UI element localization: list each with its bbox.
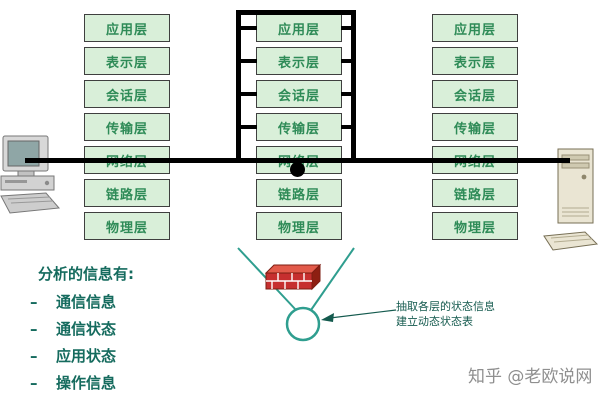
layer-box: 会话层 xyxy=(84,80,170,108)
layer-box: 链路层 xyxy=(256,179,342,207)
layer-box: 物理层 xyxy=(432,212,518,240)
dash-bullet: – xyxy=(30,347,38,365)
layer-box: 物理层 xyxy=(84,212,170,240)
analysis-item-text: 操作信息 xyxy=(56,374,117,392)
layer-box: 会话层 xyxy=(432,80,518,108)
bracket-stub xyxy=(238,26,257,30)
annotation-arrow-line xyxy=(329,309,397,319)
dash-bullet: – xyxy=(30,374,38,392)
osi-stack-middle: 应用层表示层会话层传输层网络层链路层物理层 xyxy=(256,14,342,240)
analysis-item: –应用状态 xyxy=(30,346,134,367)
layer-box: 表示层 xyxy=(256,47,342,75)
analysis-item-text: 应用状态 xyxy=(56,347,117,365)
firewall-brick-icon xyxy=(264,263,322,291)
layer-box: 会话层 xyxy=(256,80,342,108)
connection-dot xyxy=(290,162,305,177)
annotation-block: 抽取各层的状态信息 建立动态状态表 xyxy=(396,299,536,329)
layer-box: 物理层 xyxy=(256,212,342,240)
dash-bullet: – xyxy=(30,320,38,338)
watermark: 知乎 @老欧说网 xyxy=(468,367,593,387)
bracket-rail-left xyxy=(236,10,241,163)
layer-box: 应用层 xyxy=(84,14,170,42)
analysis-title: 分析的信息有: xyxy=(38,265,134,283)
layer-box: 链路层 xyxy=(432,179,518,207)
osi-stack-right: 应用层表示层会话层传输层网络层链路层物理层 xyxy=(432,14,518,240)
analysis-item: –通信状态 xyxy=(30,319,134,340)
bracket-stub xyxy=(341,125,353,129)
analysis-block: 分析的信息有: –通信信息–通信状态–应用状态–操作信息 xyxy=(30,264,134,400)
analysis-item: –通信信息 xyxy=(30,292,134,313)
annotation-line2: 建立动态状态表 xyxy=(396,315,473,328)
bracket-stub xyxy=(238,125,257,129)
layer-box: 表示层 xyxy=(84,47,170,75)
computer-right-icon xyxy=(543,148,599,251)
network-backbone-line xyxy=(25,158,570,163)
bracket-stub xyxy=(238,92,257,96)
bracket-stub xyxy=(238,59,257,63)
annotation-arrowhead-icon xyxy=(321,313,334,322)
annotation-line1: 抽取各层的状态信息 xyxy=(396,300,495,313)
layer-box: 应用层 xyxy=(256,14,342,42)
analysis-item-text: 通信状态 xyxy=(56,320,117,338)
bracket-rail-right xyxy=(351,10,356,163)
bracket-stub xyxy=(341,59,353,63)
layer-box: 传输层 xyxy=(432,113,518,141)
inspect-line-right xyxy=(310,247,355,311)
dash-bullet: – xyxy=(30,293,38,311)
layer-box: 传输层 xyxy=(84,113,170,141)
layer-box: 应用层 xyxy=(432,14,518,42)
osi-stack-left: 应用层表示层会话层传输层网络层链路层物理层 xyxy=(84,14,170,240)
layer-box: 表示层 xyxy=(432,47,518,75)
layer-box: 传输层 xyxy=(256,113,342,141)
bracket-stub xyxy=(341,26,353,30)
bracket-stub xyxy=(341,92,353,96)
analysis-item: –操作信息 xyxy=(30,373,134,394)
bracket-top-bar xyxy=(236,10,356,15)
layer-box: 链路层 xyxy=(84,179,170,207)
computer-left-icon xyxy=(0,135,61,214)
analysis-item-text: 通信信息 xyxy=(56,293,117,311)
analysis-list: –通信信息–通信状态–应用状态–操作信息 xyxy=(30,292,134,394)
state-table-circle xyxy=(285,306,321,342)
